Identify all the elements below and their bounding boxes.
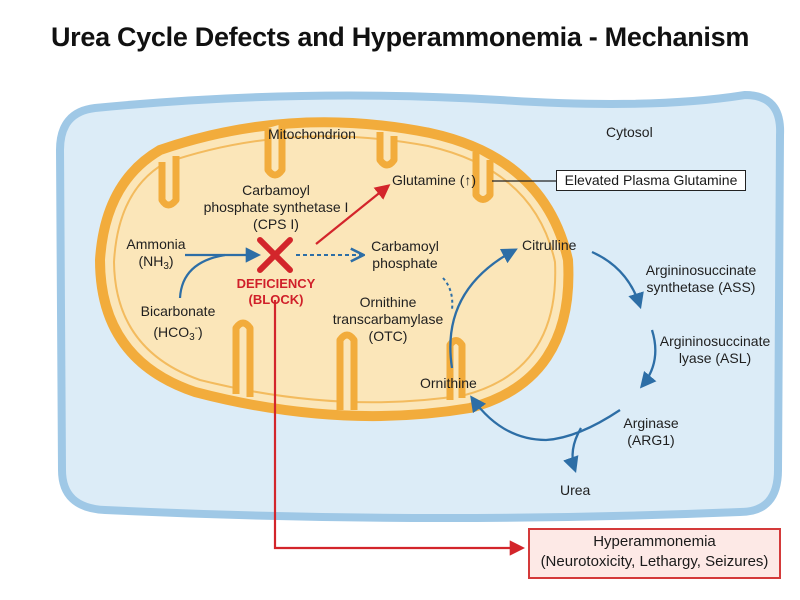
otc-line3: (OTC) xyxy=(368,328,408,344)
arginine-to-ornithine-arrow xyxy=(470,395,621,442)
hyperammonemia-box: Hyperammonemia (Neurotoxicity, Lethargy,… xyxy=(528,528,781,579)
arginase-line1: Arginase xyxy=(623,415,679,431)
deficiency-label: DEFICIENCY (BLOCK) xyxy=(226,276,326,308)
mitochondrion-inner-membrane xyxy=(112,135,557,404)
elevated-glutamine-box: Elevated Plasma Glutamine xyxy=(556,170,746,191)
deficiency-line2: (BLOCK) xyxy=(248,292,304,307)
bicarbonate-formula: (HCO3-) xyxy=(153,323,203,343)
cristae xyxy=(158,124,494,410)
ornithine-label: Ornithine xyxy=(420,375,477,391)
diagram-title: Urea Cycle Defects and Hyperammonemia - … xyxy=(50,22,750,52)
to-glutamine-arrow xyxy=(315,184,391,245)
cps1-line2: phosphate synthetase I xyxy=(203,199,349,215)
ass-line1: Argininosuccinate xyxy=(645,262,757,278)
arginase-line2: (ARG1) xyxy=(627,432,675,448)
cps1-line1: Carbamoyl xyxy=(242,182,310,198)
carbamoyl-phosphate-label: Carbamoyl phosphate xyxy=(368,238,442,272)
glutamine-label: Glutamine (↑) xyxy=(392,172,477,188)
hyperammonemia-title: Hyperammonemia xyxy=(593,533,716,550)
carbamoyl-line2: phosphate xyxy=(372,255,438,271)
citrulline-label: Citrulline xyxy=(522,237,577,253)
mitochondrion-label: Mitochondrion xyxy=(268,126,356,142)
bicarbonate-to-cps-arrow xyxy=(178,253,226,299)
ornithine-to-citrulline-arrow xyxy=(449,248,518,369)
otc-line2: transcarbamylase xyxy=(332,311,444,327)
urea-label: Urea xyxy=(560,482,591,498)
carbamoyl-line1: Carbamoyl xyxy=(371,238,439,254)
arginine-to-urea-arrow xyxy=(563,427,582,474)
block-to-hyperammonemia-arrow xyxy=(273,300,526,556)
bicarbonate-name: Bicarbonate xyxy=(140,303,216,319)
cps1-enzyme-label: Carbamoyl phosphate synthetase I (CPS I) xyxy=(186,182,366,233)
bicarbonate-label: Bicarbonate (HCO3-) xyxy=(130,303,226,346)
argininosuccinate-to-arginine-arrow xyxy=(639,329,657,389)
hyperammonemia-symptoms: (Neurotoxicity, Lethargy, Seizures) xyxy=(540,553,769,570)
ass-line2: synthetase (ASS) xyxy=(646,279,756,295)
ammonia-name: Ammonia xyxy=(126,236,186,252)
asl-line1: Argininosuccinate xyxy=(659,333,771,349)
asl-enzyme-label: Argininosuccinate lyase (ASL) xyxy=(650,333,780,367)
ass-enzyme-label: Argininosuccinate synthetase (ASS) xyxy=(636,262,766,296)
urea-cycle xyxy=(449,248,657,474)
carbamoyl-to-otc-dashed xyxy=(442,277,454,311)
asl-line2: lyase (ASL) xyxy=(678,350,752,366)
citrulline-to-argininosuccinate-arrow xyxy=(591,250,644,310)
otc-line1: Ornithine xyxy=(359,294,417,310)
cps1-line3: (CPS I) xyxy=(253,216,299,232)
arginase-enzyme-label: Arginase (ARG1) xyxy=(616,415,686,449)
ammonia-formula: (NH3) xyxy=(138,253,174,272)
otc-enzyme-label: Ornithine transcarbamylase (OTC) xyxy=(330,294,446,345)
block-x-icon xyxy=(257,237,293,273)
cytosol-label: Cytosol xyxy=(606,124,653,140)
ammonia-label: Ammonia (NH3) xyxy=(118,236,194,275)
deficiency-line1: DEFICIENCY xyxy=(236,276,316,291)
